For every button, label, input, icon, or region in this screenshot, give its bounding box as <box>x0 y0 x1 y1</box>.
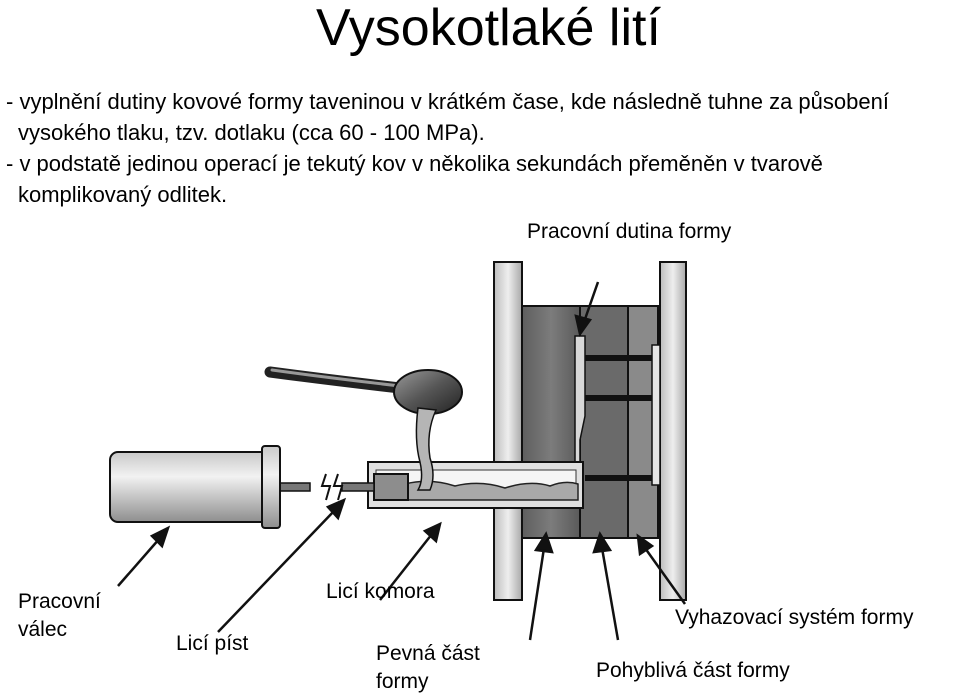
label-cavity: Pracovní dutina formy <box>527 220 732 243</box>
ladle-bowl <box>393 369 463 415</box>
pouring-stream <box>415 407 438 491</box>
label-ejector: Vyhazovací systém formy <box>675 606 914 629</box>
arrow-fixed <box>528 547 546 641</box>
moving-plate <box>659 261 687 601</box>
cylinder-rod <box>279 482 311 492</box>
label-fixed-2: formy <box>376 670 429 693</box>
arrow-cylinder <box>117 537 161 587</box>
bullet-item-2: - v podstatě jedinou operací je tekutý k… <box>6 151 823 207</box>
break-mark-1 <box>320 473 332 501</box>
arrow-chamber <box>379 533 433 601</box>
label-cylinder-1: Pracovní <box>18 590 101 613</box>
label-chamber: Licí komora <box>326 580 435 603</box>
ladle-handle-hl <box>270 368 402 388</box>
piston-head <box>373 473 409 501</box>
arrow-ejector <box>643 547 687 605</box>
arrows <box>117 281 687 641</box>
ejector-plate <box>651 344 661 486</box>
bullet-item-1: - vyplnění dutiny kovové formy taveninou… <box>6 89 889 145</box>
page-title: Vysokotlaké lití <box>316 0 661 57</box>
ladle-handle <box>264 366 406 394</box>
break-mark-2 <box>332 473 344 501</box>
piston-rod <box>341 482 375 492</box>
label-piston: Licí píst <box>176 632 249 655</box>
bullet-list: - vyplnění dutiny kovové formy taveninou… <box>6 86 956 210</box>
molten-metal <box>404 480 579 501</box>
moving-die-block <box>579 305 629 539</box>
working-cylinder <box>109 451 281 523</box>
fixed-plate <box>493 261 523 601</box>
arrow-moving <box>600 547 620 641</box>
arrow-piston <box>217 509 336 633</box>
label-moving: Pohyblivá část formy <box>596 659 790 682</box>
die-casting-diagram <box>109 261 687 641</box>
cylinder-end <box>261 445 281 529</box>
arrow-cavity <box>582 281 600 323</box>
label-fixed-1: Pevná část <box>376 642 480 665</box>
label-cylinder-2: válec <box>18 618 68 641</box>
